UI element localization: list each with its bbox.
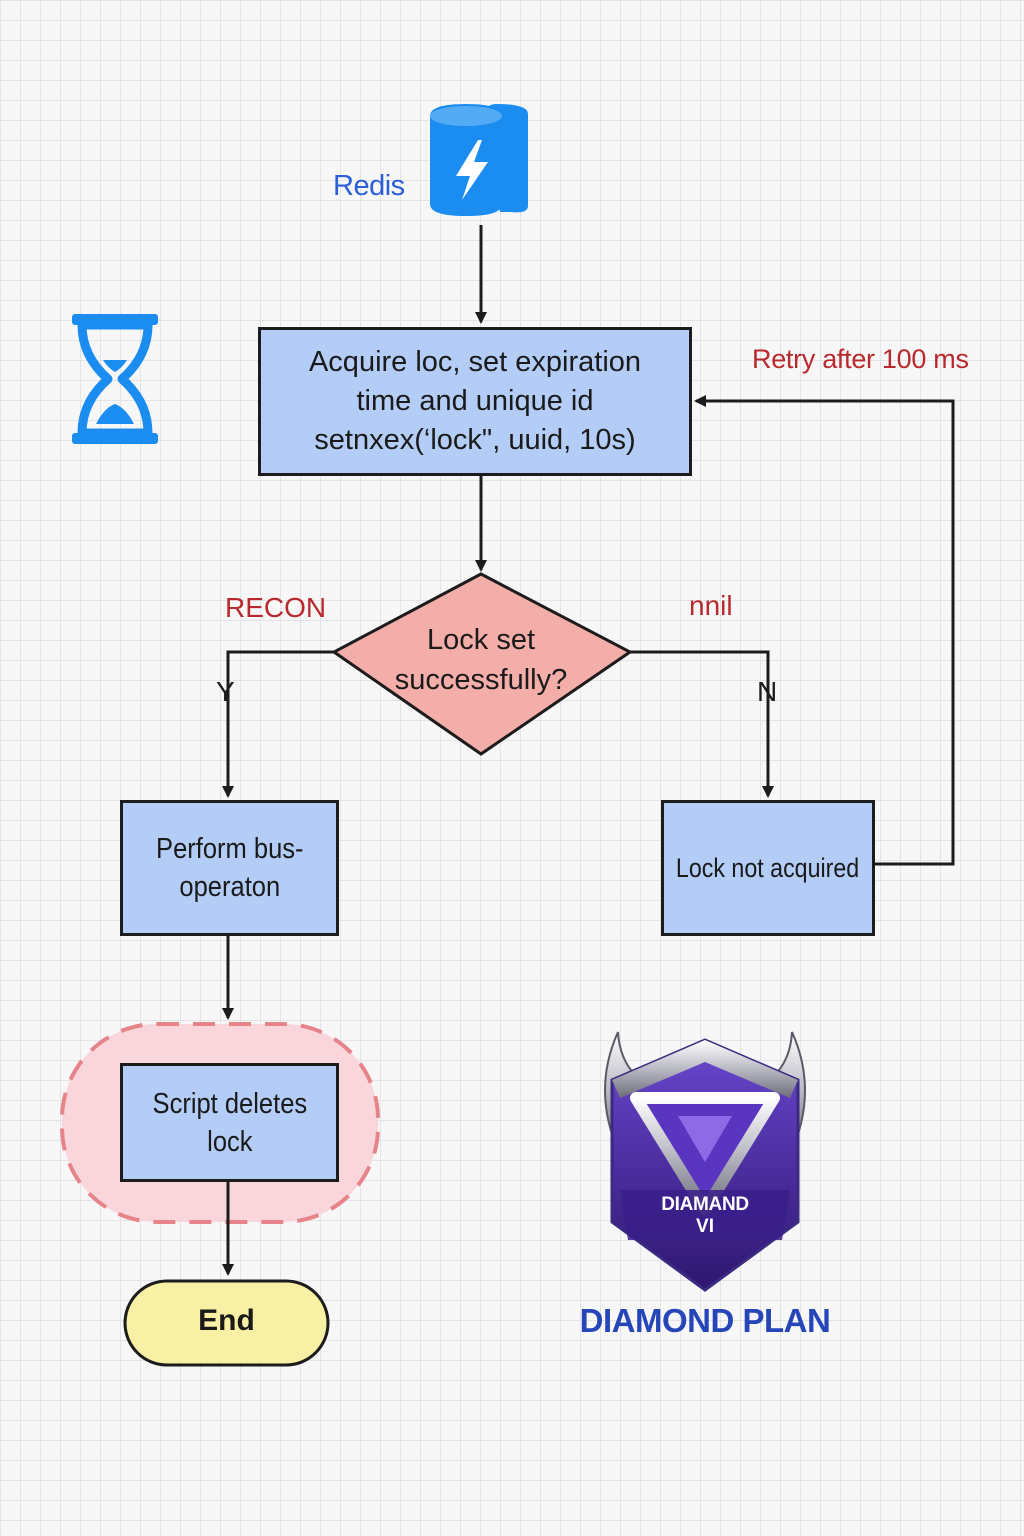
redis-label: Redis <box>333 170 405 202</box>
badge-title: DIAMAND <box>661 1194 749 1215</box>
decision-text: Lock set successfully? <box>394 624 568 696</box>
perform-operation-box: Perform bus- operaton <box>120 800 339 936</box>
lock-not-acquired-box: Lock not acquired <box>661 800 875 936</box>
retry-label: Retry after 100 ms <box>752 344 969 374</box>
script-deletes-lock-box: Script deletes lock <box>120 1063 339 1182</box>
arrow-retry-loop <box>694 395 955 866</box>
badge-tier: VI <box>696 1216 714 1237</box>
script-deletes-lock-text: Script deletes lock <box>152 1087 307 1158</box>
arrow-yes-branch <box>222 650 334 798</box>
lock-not-acquired-text: Lock not acquired <box>676 852 860 883</box>
yes-label: Y <box>216 676 235 707</box>
diamond-plan-caption: DIAMOND PLAN <box>579 1302 831 1339</box>
arrow-no-branch <box>630 650 774 798</box>
acquire-lock-box: Acquire loc, set expiration time and uni… <box>258 327 692 476</box>
acquire-lock-text: Acquire loc, set expiration time and uni… <box>308 346 642 456</box>
decision-diamond <box>331 572 633 756</box>
no-label: N <box>757 676 778 707</box>
nnil-note: nnil <box>689 590 733 621</box>
recon-note: RECON <box>225 592 327 623</box>
end-terminal-text: End <box>198 1304 255 1337</box>
end-terminal-shape <box>123 1279 330 1367</box>
perform-operation-text: Perform bus- operaton <box>155 833 304 903</box>
